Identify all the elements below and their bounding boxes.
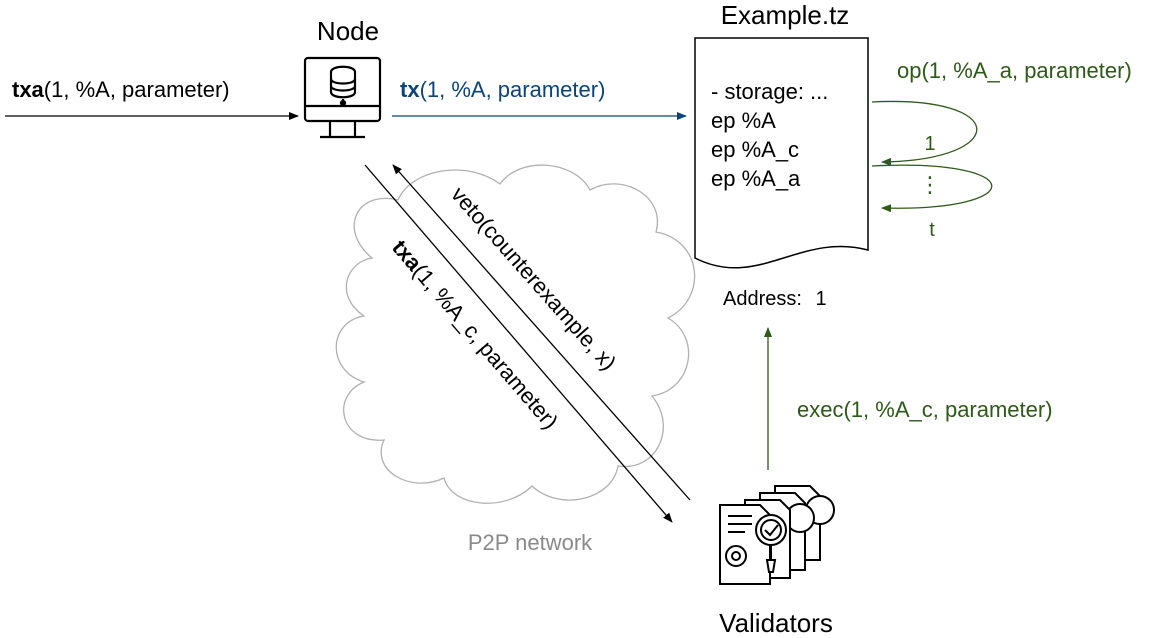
contract-title: Example.tz — [721, 0, 850, 30]
node-to-contract-label: tx(1, %A, parameter) — [400, 77, 605, 102]
validators-label: Validators — [719, 608, 833, 638]
address-value: 1 — [816, 288, 827, 310]
incoming-arrow-label: txa(1, %A, parameter) — [12, 77, 230, 102]
veto-arrow — [392, 164, 691, 501]
server-monitor-icon — [303, 56, 382, 139]
loop-first-label: 1 — [924, 133, 935, 155]
exec-label: exec(1, %A_c, parameter) — [797, 397, 1053, 422]
node-to-contract-label-bold: tx — [400, 77, 420, 102]
p2p-network-label: P2P network — [468, 530, 593, 555]
incoming-arrow-label-bold: txa — [12, 77, 45, 102]
contract-document — [694, 37, 869, 269]
contract-line: - storage: ... — [711, 79, 828, 104]
node-label: Node — [317, 16, 379, 46]
address-key: Address: — [723, 288, 802, 310]
op-loop-first — [871, 100, 978, 166]
node-to-contract-label-rest: (1, %A, parameter) — [420, 77, 606, 102]
contract-body: - storage: ... ep %A ep %A_c ep %A_a — [711, 79, 828, 191]
op-label: op(1, %A_a, parameter) — [897, 58, 1132, 83]
address-label: Address: 1 — [723, 288, 827, 310]
contract-line: ep %A — [711, 108, 776, 133]
incoming-arrow-label-rest: (1, %A, parameter) — [44, 77, 230, 102]
op-loop-last — [871, 164, 993, 213]
contract-line: ep %A_c — [711, 137, 799, 162]
loop-dots-label: ⋮ — [919, 172, 941, 197]
loop-last-label: t — [929, 219, 935, 241]
node-to-validators-arrow — [364, 164, 673, 523]
p2p-network-cloud — [335, 164, 696, 504]
validator-documents-icon — [719, 485, 835, 585]
contract-line: ep %A_a — [711, 166, 801, 191]
